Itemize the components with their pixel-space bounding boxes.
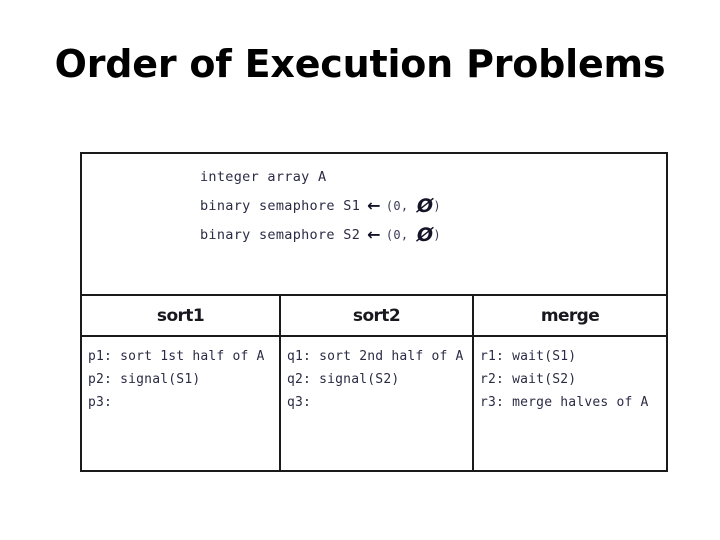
column-header-sort2: sort2 [281, 296, 474, 335]
declaration-value-close: ) [433, 199, 441, 213]
code-line: r2: wait(S2) [480, 372, 577, 387]
code-line: q3: [287, 395, 312, 410]
pseudocode-table-figure: integer array A binary semaphore S1←(0, … [80, 152, 668, 472]
column-header-row: sort1 sort2 merge [82, 296, 666, 337]
code-line: p3: [88, 395, 113, 410]
declaration-value-open: (0, [385, 199, 409, 213]
declaration-line: integer array A [200, 164, 666, 191]
declaration-block: integer array A binary semaphore S1←(0, … [82, 154, 666, 296]
column-header-sort1: sort1 [82, 296, 281, 335]
declaration-value-open: (0, [385, 228, 409, 242]
declaration-text: integer array A [200, 169, 327, 185]
column-body-merge: r1: wait(S1) r2: wait(S2) r3: merge halv… [474, 337, 666, 470]
column-body-sort2: q1: sort 2nd half of A q2: signal(S2) q3… [281, 337, 474, 470]
declaration-line: binary semaphore S2←(0, Ø) [200, 220, 666, 249]
declaration-text: binary semaphore S2 [200, 227, 361, 243]
code-line: p1: sort 1st half of A [88, 349, 265, 364]
code-line: r3: merge halves of A [480, 395, 649, 410]
code-line: q2: signal(S2) [287, 372, 400, 387]
code-line: r1: wait(S1) [480, 349, 577, 364]
page-title: Order of Execution Problems [54, 42, 666, 86]
declaration-value-close: ) [433, 228, 441, 242]
declaration-line: binary semaphore S1←(0, Ø) [200, 191, 666, 220]
declaration-text: binary semaphore S1 [200, 198, 361, 214]
code-line: p2: signal(S1) [88, 372, 201, 387]
column-header-merge: merge [540, 305, 600, 326]
column-body-row: p1: sort 1st half of A p2: signal(S1) p3… [82, 337, 666, 470]
left-arrow-icon: ← [367, 196, 381, 215]
left-arrow-icon: ← [367, 225, 381, 244]
code-line: q1: sort 2nd half of A [287, 349, 464, 364]
column-body-sort1: p1: sort 1st half of A p2: signal(S1) p3… [82, 337, 281, 470]
